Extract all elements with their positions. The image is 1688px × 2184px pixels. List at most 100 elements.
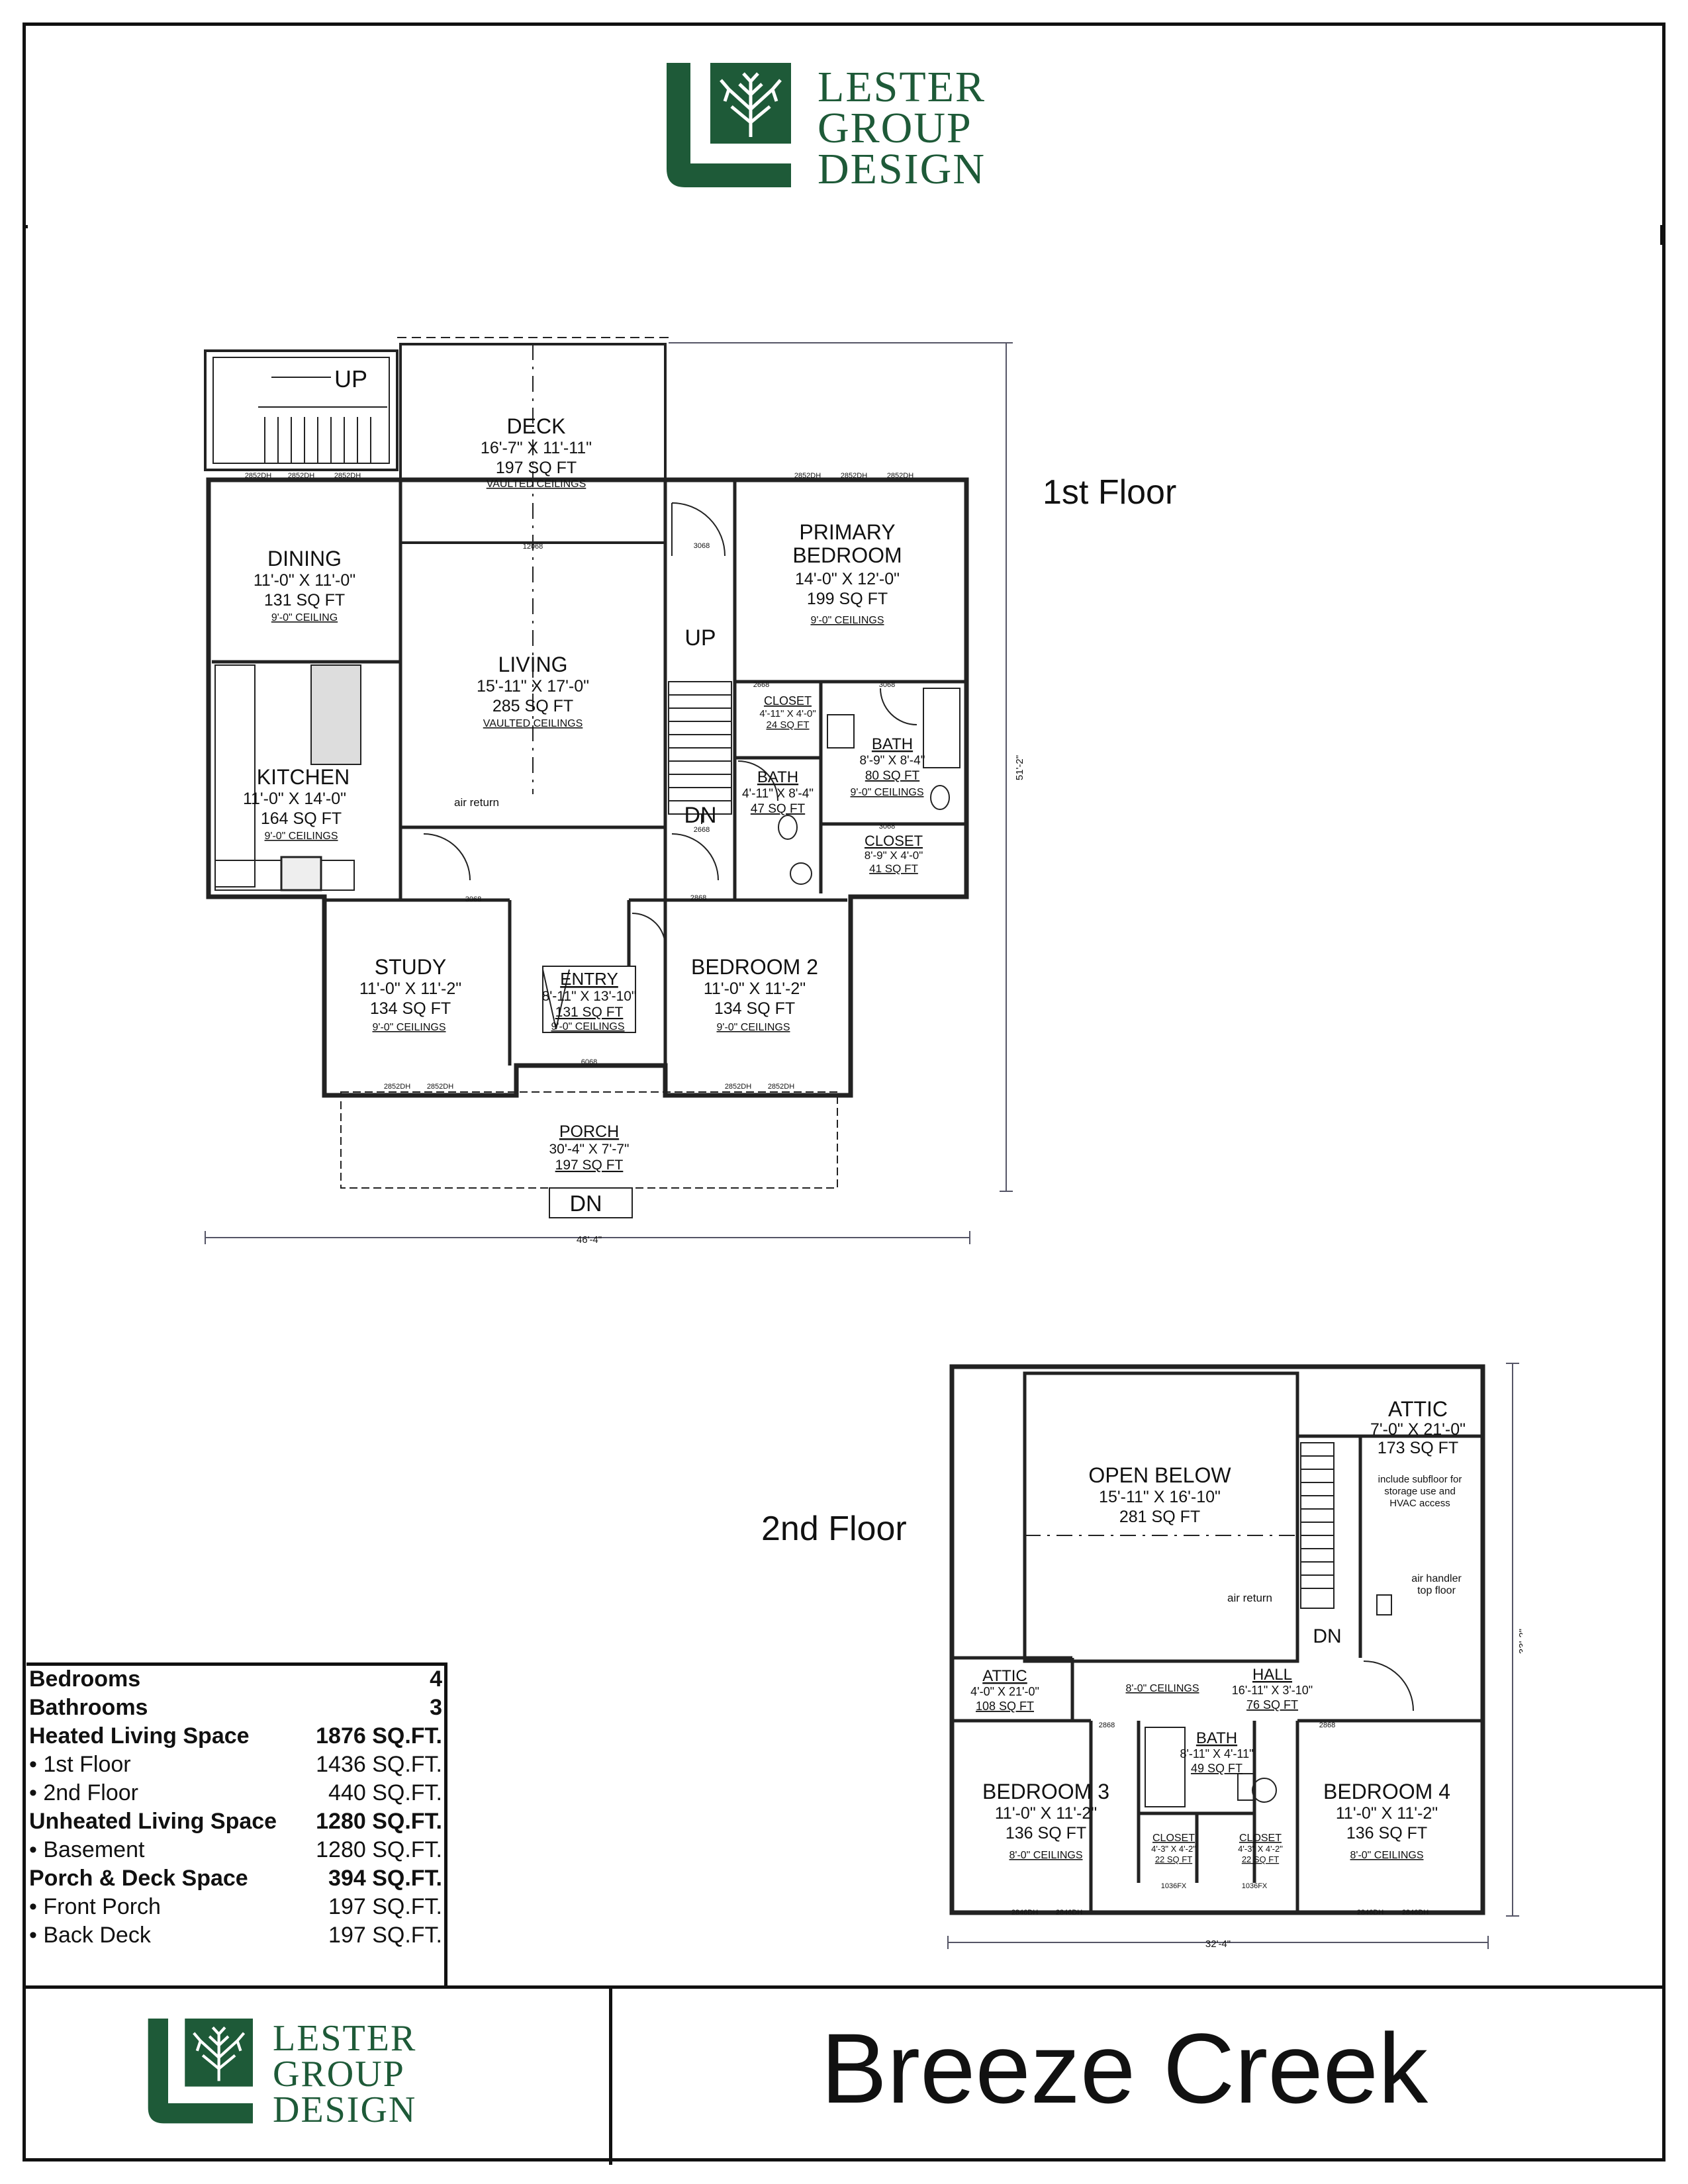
room-dims: 15'-11" X 17'-0"	[477, 677, 589, 696]
brand-line-2: GROUP	[273, 2054, 405, 2095]
room-area: 24 SQ FT	[766, 719, 809, 731]
room-name: KITCHEN	[257, 765, 350, 789]
door-code: 2668	[753, 681, 769, 689]
title-block-divider	[609, 1989, 612, 2165]
room-area: 108 SQ FT	[976, 1700, 1034, 1713]
stat-label: • 2nd Floor	[29, 1780, 138, 1805]
room-dims: 8'-11" X 4'-11"	[1180, 1747, 1253, 1760]
room-ceiling: 8'-0" CEILINGS	[1350, 1850, 1424, 1861]
window-code: 2852DH	[887, 472, 914, 480]
room-name: CLOSET	[1239, 1833, 1282, 1844]
stat-value: 1876 SQ.FT.	[316, 1723, 442, 1749]
room-name: PRIMARY	[799, 520, 895, 544]
room-dims: 4'-3" X 4'-2"	[1238, 1844, 1283, 1854]
room-name: DECK	[507, 414, 566, 438]
door-code: 2668	[694, 826, 710, 834]
door-code: 3068	[879, 823, 895, 831]
room-dims: 8'-9" X 4'-0"	[865, 849, 923, 862]
stat-label: • Back Deck	[29, 1923, 151, 1948]
width-dimension: 32'-4"	[1205, 1938, 1231, 1950]
door-code: 2868	[690, 894, 706, 902]
room-area: 47 SQ FT	[751, 802, 806, 816]
room-ceiling: VAULTED CEILINGS	[487, 478, 586, 490]
room-area: 136 SQ FT	[1346, 1824, 1427, 1843]
room-name: HALL	[1252, 1666, 1292, 1684]
stat-row: • Basement 1280 SQ.FT.	[29, 1837, 442, 1864]
air-handler-note: air handler	[1411, 1573, 1462, 1584]
window-code: 2852DH	[334, 472, 361, 480]
room-name: BATH	[757, 768, 798, 786]
door-code: 3068	[694, 542, 710, 550]
room-name-line2: BEDROOM	[792, 543, 902, 567]
room-area: 134 SQ FT	[714, 999, 795, 1018]
room-area: 136 SQ FT	[1006, 1824, 1086, 1843]
stat-value: 3	[430, 1695, 442, 1720]
room-ceiling: 9'-0" CEILINGS	[851, 787, 924, 798]
second-floor-label: 2nd Floor	[761, 1510, 907, 1548]
window-code: 2846DH	[1357, 1909, 1383, 1917]
room-ceiling: 8'-0" CEILINGS	[1126, 1683, 1199, 1694]
room-name: PORCH	[559, 1122, 619, 1141]
room-name: LIVING	[498, 653, 568, 676]
stat-row: Bathrooms 3	[29, 1694, 442, 1722]
room-area: 131 SQ FT	[555, 1005, 624, 1020]
room-dims: 11'-0" X 11'-2"	[1336, 1804, 1438, 1823]
deck-stair	[204, 349, 399, 471]
room-area: 197 SQ FT	[496, 459, 577, 477]
room-area: 22 SQ FT	[1242, 1854, 1279, 1864]
stat-value: 1436 SQ.FT.	[316, 1752, 442, 1777]
depth-dimension: 33'-2"	[1517, 1629, 1523, 1654]
room-dims: 11'-0" X 11'-0"	[254, 571, 355, 590]
door-code: 6068	[581, 1058, 597, 1066]
door-code: 12068	[523, 543, 543, 551]
door-code: 3068	[465, 895, 481, 903]
room-dims: 15'-11" X 16'-10"	[1099, 1488, 1221, 1506]
window-code: 2846DH	[1402, 1909, 1429, 1917]
brand-line-3: DESIGN	[818, 145, 986, 193]
brand-line-2: GROUP	[818, 104, 972, 152]
window-code: 2852DH	[288, 472, 314, 480]
stat-row: • 2nd Floor 440 SQ.FT.	[29, 1780, 442, 1807]
room-area: 131 SQ FT	[264, 591, 345, 610]
room-name: CLOSET	[865, 833, 923, 849]
leaf-emblem-icon	[148, 2019, 253, 2124]
room-ceiling: 9'-0" CEILINGS	[717, 1022, 790, 1033]
depth-dimension: 51'-2"	[1014, 755, 1025, 780]
room-dims: 11'-0" X 11'-2"	[995, 1804, 1097, 1823]
room-name: CLOSET	[1152, 1833, 1195, 1844]
brand-line-1: LESTER	[818, 63, 986, 111]
room-dims: 4'-3" X 4'-2"	[1151, 1844, 1196, 1854]
room-name: ATTIC	[982, 1667, 1027, 1685]
room-area: 285 SQ FT	[492, 697, 573, 715]
room-dims: 14'-0" X 12'-0"	[795, 570, 900, 588]
window-code: 2852DH	[794, 472, 821, 480]
stat-label: Unheated Living Space	[29, 1809, 277, 1834]
room-ceiling: 9'-0" CEILING	[271, 612, 338, 623]
room-dims: 11'-0" X 14'-0"	[243, 790, 346, 808]
stat-label: Porch & Deck Space	[29, 1866, 248, 1891]
header-logo: LESTER GROUP DESIGN	[665, 63, 1009, 193]
border-tick	[1660, 225, 1665, 245]
stat-label: • Basement	[29, 1837, 145, 1862]
room-dims: 7'-0" X 21'-0"	[1370, 1420, 1466, 1439]
stat-value: 440 SQ.FT.	[328, 1780, 442, 1805]
window-code: 1036FX	[1161, 1882, 1187, 1890]
window-code: 2846DH	[1011, 1909, 1038, 1917]
room-name: BATH	[872, 735, 913, 753]
room-name: CLOSET	[764, 694, 812, 707]
stat-value: 1280 SQ.FT.	[316, 1837, 442, 1862]
room-area: 173 SQ FT	[1378, 1439, 1458, 1457]
attic-note: include subfloor for	[1378, 1474, 1462, 1485]
room-area: 41 SQ FT	[869, 862, 918, 875]
room-ceiling: 8'-0" CEILINGS	[1009, 1850, 1083, 1861]
first-floor-label: 1st Floor	[1043, 473, 1177, 512]
stat-value: 4	[430, 1666, 442, 1692]
border-tick	[23, 225, 28, 228]
stat-label: Bathrooms	[29, 1695, 148, 1720]
window-code: 2852DH	[427, 1083, 453, 1091]
